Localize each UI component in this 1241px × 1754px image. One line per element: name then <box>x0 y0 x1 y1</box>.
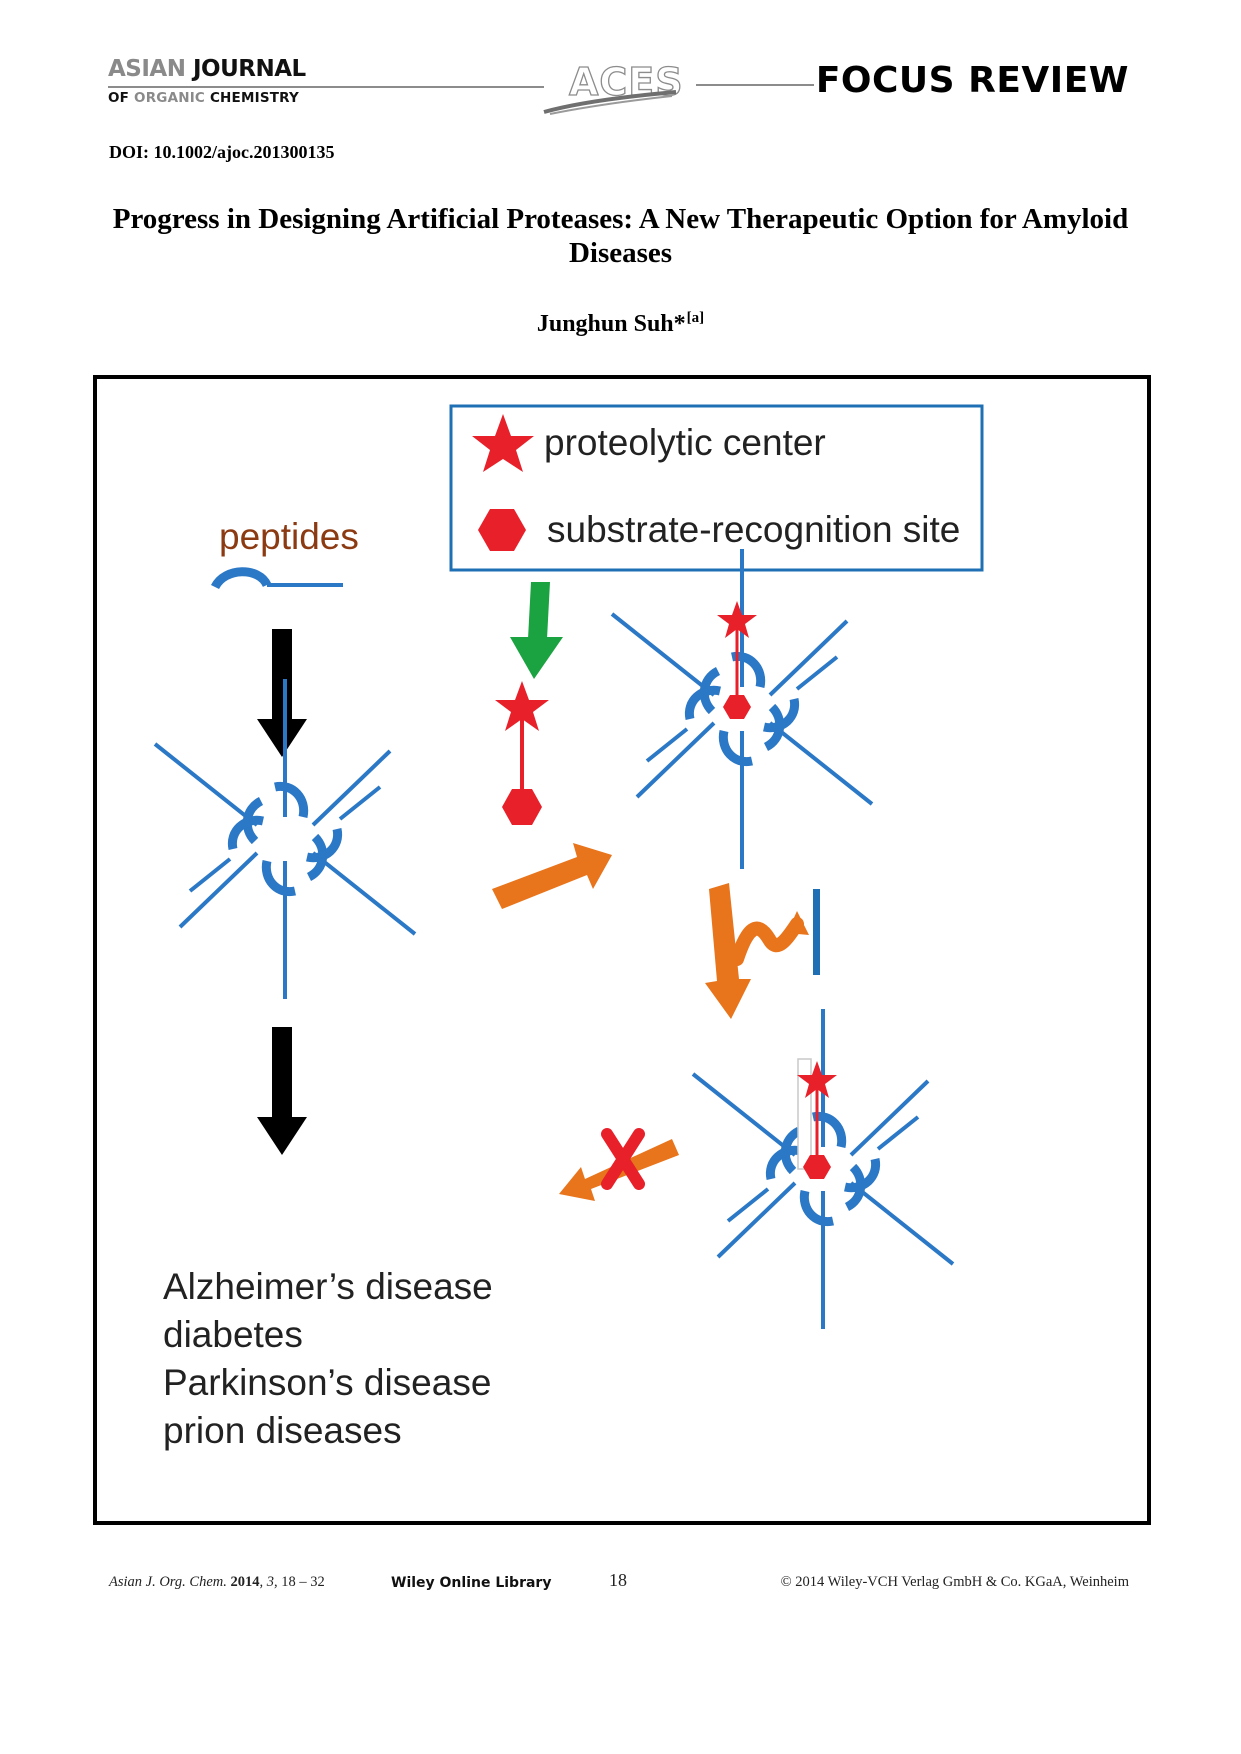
peptide-monomer <box>210 567 343 590</box>
aces-logo-swoosh <box>543 90 677 115</box>
bound-hexagon-icon <box>723 695 751 719</box>
disease-list: Alzheimer’s disease diabetes Parkinson’s… <box>163 1266 493 1451</box>
legend-star-icon <box>472 414 534 472</box>
legend-box <box>449 404 984 572</box>
journal-name-of: OF <box>108 90 130 106</box>
journal-name-journal: JOURNAL <box>193 56 306 82</box>
legend-star-label: proteolytic center <box>544 422 826 463</box>
binding-arrow <box>510 582 563 679</box>
graphical-abstract: proteolytic center substrate-recognition… <box>93 375 1151 1525</box>
header-rule-right <box>696 84 814 86</box>
cleaved-star-icon <box>797 1061 837 1098</box>
bound-star-icon <box>717 601 757 638</box>
blocked-pathway <box>559 1128 679 1201</box>
attack-arrow <box>492 843 612 909</box>
footer-year: 2014 <box>230 1574 260 1590</box>
article-title: Progress in Designing Artificial Proteas… <box>112 203 1129 269</box>
section-label: FOCUS REVIEW <box>815 60 1129 101</box>
doi: DOI: 10.1002/ajoc.201300135 <box>109 142 335 162</box>
amyloid-aggregate <box>155 679 415 999</box>
artificial-protease <box>495 681 549 825</box>
aggregation-arrow <box>257 629 307 757</box>
journal-name-chemistry: CHEMISTRY <box>209 90 300 106</box>
legend-hexagon-icon <box>478 509 526 551</box>
disease-arrow <box>257 1027 307 1155</box>
author-line: Junghun Suh*[a] <box>0 310 1241 338</box>
journal-name-organic: ORGANIC <box>134 90 206 106</box>
legend-hexagon-label: substrate-recognition site <box>547 509 960 550</box>
footer-pages: , 18 – 32 <box>274 1574 325 1590</box>
corresponding-marker: * <box>673 311 686 337</box>
cleaved-hexagon-icon <box>803 1155 831 1179</box>
cleaved-aggregate <box>693 1009 953 1329</box>
aggregate-with-protease <box>612 549 872 869</box>
disease-item: diabetes <box>163 1314 303 1355</box>
recognition-hexagon-icon <box>502 789 542 825</box>
journal-name-line2: OF ORGANIC CHEMISTRY <box>108 90 299 106</box>
footer-volume: 3 <box>266 1574 274 1590</box>
cleaved-fragment <box>813 889 820 975</box>
peptides-label: peptides <box>219 516 359 557</box>
footer-citation: Asian J. Org. Chem. 2014, 3, 18 – 32 <box>109 1574 325 1590</box>
proteolytic-star-icon <box>495 681 549 731</box>
cross-icon <box>601 1128 645 1190</box>
footer-journal-abbrev: Asian J. Org. Chem. <box>109 1574 227 1590</box>
disease-item: Parkinson’s disease <box>163 1362 491 1403</box>
journal-name-asian: ASIAN <box>108 56 186 82</box>
figure-canvas: proteolytic center substrate-recognition… <box>97 404 984 1451</box>
journal-name-line1: ASIAN JOURNAL <box>108 56 306 82</box>
disease-item: prion diseases <box>163 1410 402 1451</box>
wiley-online-library-link[interactable]: Wiley Online Library <box>391 1575 552 1591</box>
cleavage-arrow <box>705 883 820 1019</box>
copyright: © 2014 Wiley-VCH Verlag GmbH & Co. KGaA,… <box>780 1574 1129 1590</box>
disease-item: Alzheimer’s disease <box>163 1266 493 1307</box>
header-rule-left <box>108 86 544 88</box>
author-name: Junghun Suh <box>536 311 674 337</box>
affiliation-marker: [a] <box>686 310 705 326</box>
page-number: 18 <box>609 1570 627 1590</box>
